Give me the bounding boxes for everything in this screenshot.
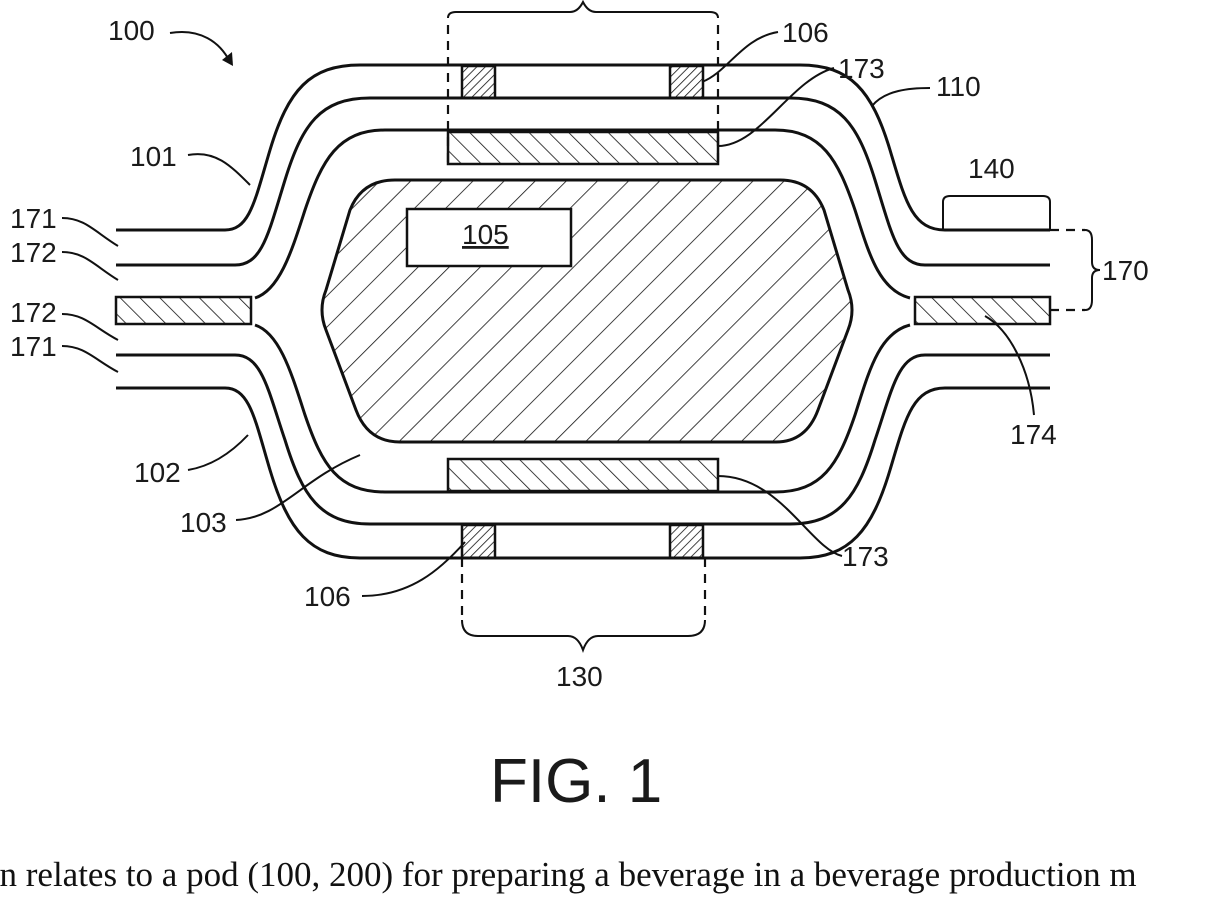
leader-173-bottom xyxy=(718,476,842,556)
leader-173-top xyxy=(718,68,834,146)
leader-102 xyxy=(188,435,248,470)
content-body xyxy=(322,180,852,442)
lower-seal-left xyxy=(462,525,495,558)
label-172-bottom: 172 xyxy=(10,297,57,328)
pod-arrow xyxy=(170,32,230,62)
leader-174 xyxy=(985,316,1034,415)
upper-seal-right xyxy=(670,66,703,98)
left-side-ring xyxy=(116,297,251,324)
label-173-bottom: 173 xyxy=(842,541,889,572)
right-side-ring xyxy=(915,297,1050,324)
lower-dashed-bracket xyxy=(462,558,705,620)
caption-text: on relates to a pod (100, 200) for prepa… xyxy=(0,853,1210,897)
upper-insert xyxy=(448,132,718,164)
label-100: 100 xyxy=(108,15,155,46)
label-105: 105 xyxy=(462,219,509,250)
label-140: 140 xyxy=(968,153,1015,184)
lower-brace xyxy=(462,620,705,650)
label-174: 174 xyxy=(1010,419,1057,450)
leader-171-top xyxy=(62,218,118,246)
flange-brace xyxy=(943,196,1050,230)
label-102: 102 xyxy=(134,457,181,488)
label-170: 170 xyxy=(1102,255,1149,286)
lower-insert xyxy=(448,459,718,491)
leader-172-top xyxy=(62,252,118,280)
leader-106-bottom xyxy=(362,542,465,596)
label-171-top: 171 xyxy=(10,203,57,234)
label-110: 110 xyxy=(936,71,981,102)
leader-110 xyxy=(872,88,930,106)
label-103: 103 xyxy=(180,507,227,538)
label-101: 101 xyxy=(130,141,177,172)
label-106-bottom: 106 xyxy=(304,581,351,612)
leader-171-bottom xyxy=(62,346,118,372)
pod-arrowhead xyxy=(222,52,233,66)
label-172-top: 172 xyxy=(10,237,57,268)
upper-brace xyxy=(448,2,718,18)
right-brace xyxy=(1085,230,1100,310)
label-130: 130 xyxy=(556,661,603,692)
label-173-top: 173 xyxy=(838,53,885,84)
leader-172-bottom xyxy=(62,314,118,340)
upper-seal-left xyxy=(462,66,495,98)
pod-cross-section-diagram: 100 101 171 172 172 171 102 103 106 130 … xyxy=(0,0,1210,850)
label-106-top: 106 xyxy=(782,17,829,48)
leader-101 xyxy=(188,154,250,185)
figure-title: FIG. 1 xyxy=(490,747,662,816)
leader-106-top xyxy=(702,32,778,82)
right-dashed-bracket xyxy=(1050,230,1085,310)
label-171-bottom: 171 xyxy=(10,331,57,362)
leader-103 xyxy=(236,455,360,520)
lower-seal-right xyxy=(670,525,703,558)
